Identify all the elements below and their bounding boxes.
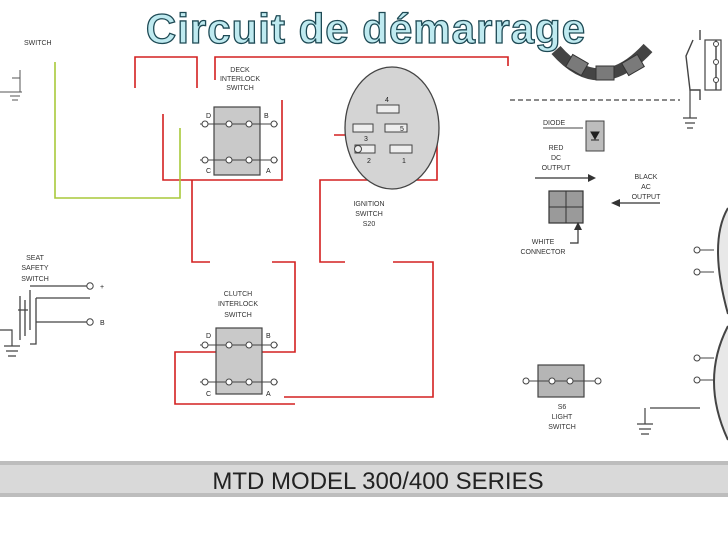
model-banner-text: MTD MODEL 300/400 SERIES	[212, 468, 543, 495]
red-output-label-3: OUTPUT	[542, 165, 572, 172]
red-output-label-2: DC	[551, 155, 561, 162]
seat-label-3: SWITCH	[21, 276, 49, 283]
ignition-label-3: S20	[363, 221, 376, 228]
red-wire-deck-down	[191, 180, 210, 263]
deck-pin-c: C	[206, 168, 211, 175]
deck-pin-b: B	[264, 113, 269, 120]
diode-label: DIODE	[543, 120, 566, 127]
deck-pin-d: D	[206, 113, 211, 120]
ignition-pin-4: 4	[385, 97, 389, 104]
clutch-interlock-switch: CLUTCH INTERLOCK SWITCH D B C A	[200, 291, 278, 398]
green-wire	[54, 62, 181, 199]
red-wire-deck-to-ign	[162, 56, 509, 181]
ignition-pin-2: 2	[367, 158, 371, 165]
deck-interlock-switch: DECK INTERLOCK SWITCH D B C A	[200, 67, 278, 176]
diagram-title: Circuit de démarrage	[146, 5, 586, 52]
white-connector-label-2: CONNECTOR	[521, 249, 566, 256]
deck-label-3: SWITCH	[226, 85, 254, 92]
deck-label-1: DECK	[230, 67, 250, 74]
light-label-3: SWITCH	[548, 424, 576, 431]
model-banner: MTD MODEL 300/400 SERIES	[0, 461, 728, 497]
deck-label-2: INTERLOCK	[220, 76, 260, 83]
clutch-pin-c: C	[206, 391, 211, 398]
black-output-label-1: BLACK	[635, 174, 658, 181]
headlights	[637, 207, 728, 441]
light-label-2: LIGHT	[552, 414, 573, 421]
seat-pin-b: B	[100, 320, 105, 327]
seat-safety-switch: SEAT SAFETY SWITCH + B	[0, 255, 105, 357]
ignition-pin-1: 1	[402, 158, 406, 165]
red-output-label-1: RED	[549, 145, 564, 152]
light-label-1: S6	[558, 404, 567, 411]
clutch-label-1: CLUTCH	[224, 291, 252, 298]
black-output-label-2: AC	[641, 184, 651, 191]
deck-pin-a: A	[266, 168, 271, 175]
red-wire-ign-to-clutch	[284, 261, 434, 398]
starter-assembly	[510, 30, 722, 129]
clutch-label-3: SWITCH	[224, 312, 252, 319]
seat-label-2: SAFETY	[21, 265, 49, 272]
wiring	[54, 56, 509, 405]
ignition-pin-3: 3	[364, 136, 368, 143]
ignition-label-2: SWITCH	[355, 211, 383, 218]
white-connector-label-1: WHITE	[532, 239, 555, 246]
ignition-switch: 4 3 5 2 1 IGNITION SWITCH S20	[344, 66, 440, 228]
black-output-label-3: OUTPUT	[632, 194, 662, 201]
left-switch: SWITCH	[0, 40, 52, 101]
clutch-label-2: INTERLOCK	[218, 301, 258, 308]
diode-block: DIODE RED DC OUTPUT WHITE CONNECTOR BLAC…	[521, 120, 662, 256]
light-switch: S6 LIGHT SWITCH	[522, 364, 602, 431]
ignition-pin-5: 5	[400, 126, 404, 133]
clutch-pin-b: B	[266, 333, 271, 340]
clutch-pin-a: A	[266, 391, 271, 398]
red-wire-top	[134, 56, 198, 88]
seat-pin-plus: +	[100, 284, 104, 291]
seat-label-1: SEAT	[26, 255, 44, 262]
ignition-label-1: IGNITION	[353, 201, 384, 208]
switch-label: SWITCH	[24, 40, 52, 47]
clutch-pin-d: D	[206, 333, 211, 340]
